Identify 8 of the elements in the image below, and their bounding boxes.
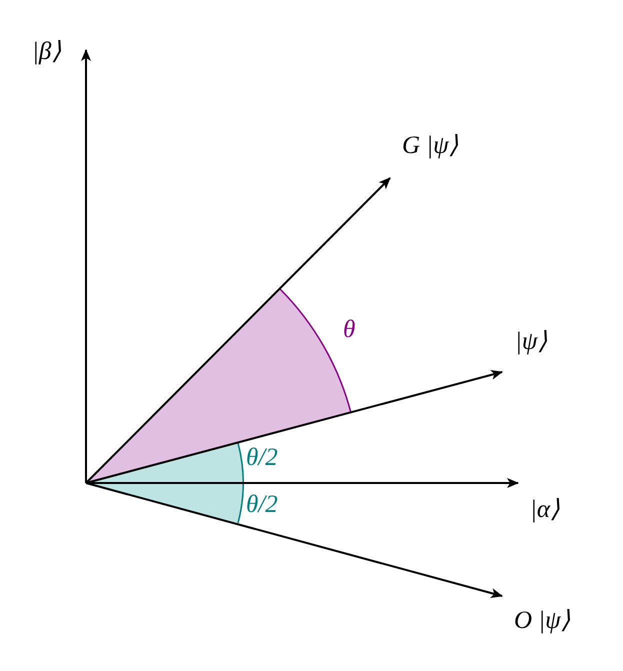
vector-label: O |ψ⟩ <box>514 607 571 635</box>
angle-label: θ <box>343 316 356 344</box>
vector-label: |β⟩ <box>32 38 62 66</box>
vector-label: |α⟩ <box>530 496 560 524</box>
vector-label: G |ψ⟩ <box>402 132 459 160</box>
vector-label: |ψ⟩ <box>515 328 548 356</box>
angle-label: θ/2 <box>246 444 278 472</box>
angle-label: θ/2 <box>246 491 278 519</box>
